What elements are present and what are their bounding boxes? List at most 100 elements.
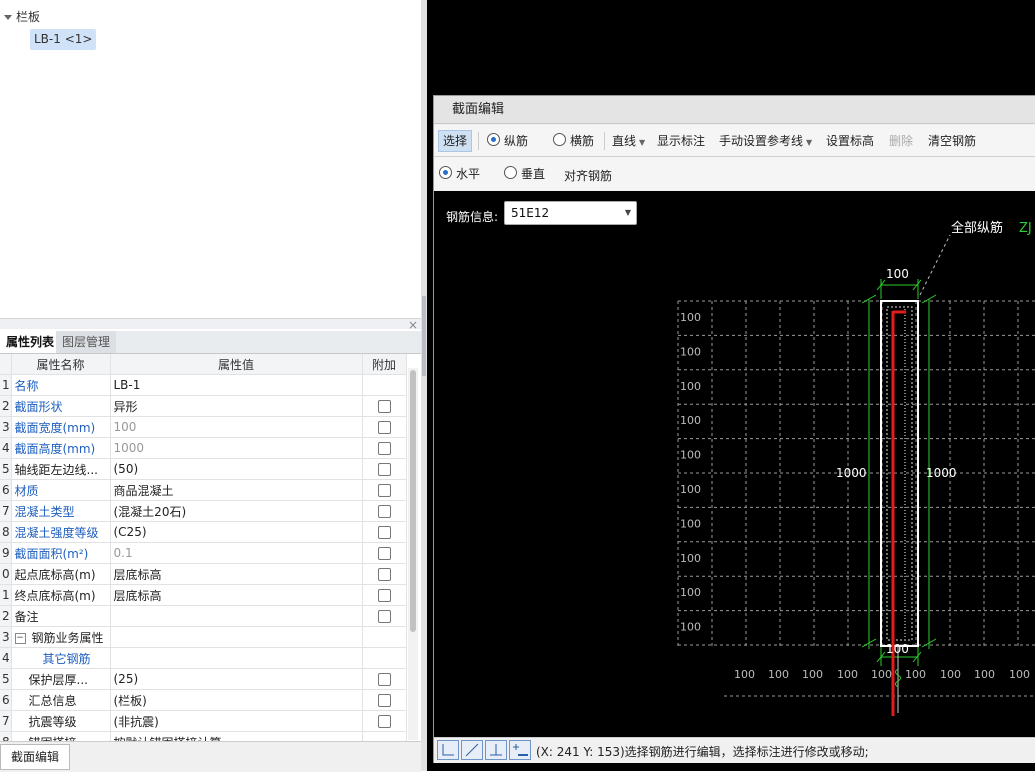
checkbox[interactable] (377, 547, 391, 560)
property-value-cell[interactable]: (25) (110, 668, 363, 690)
property-name: 截面宽度(mm) (14, 420, 96, 435)
grid-label: 100 (871, 668, 892, 681)
property-value-cell[interactable] (110, 626, 363, 648)
close-icon[interactable]: × (408, 318, 419, 332)
divider-grip[interactable] (422, 296, 426, 376)
perpendicular-snap-button[interactable] (485, 740, 507, 760)
select-button[interactable]: 选择 (438, 130, 473, 152)
property-value-cell[interactable]: (非抗震) (110, 710, 363, 732)
property-value-cell[interactable]: 商品混凝土 (110, 479, 363, 501)
delete-button[interactable]: 删除 (889, 134, 914, 148)
longitudinal-radio[interactable]: 纵筋 (487, 131, 528, 151)
property-value-cell[interactable]: (混凝土20石) (110, 500, 363, 522)
manual-reference-dropdown[interactable]: 手动设置参考线▼ (719, 131, 812, 151)
checkbox[interactable] (377, 568, 391, 581)
property-value-cell[interactable]: (栏板) (110, 689, 363, 711)
ortho-snap-button[interactable] (437, 740, 459, 760)
header-extra: 附加 (362, 354, 407, 375)
checkbox[interactable] (377, 505, 391, 518)
vertical-divider[interactable] (421, 0, 427, 771)
checkbox[interactable] (377, 442, 391, 455)
transverse-radio[interactable]: 横筋 (553, 131, 594, 151)
longitudinal-label: 纵筋 (504, 134, 529, 148)
header-property-value: 属性值 (110, 354, 363, 375)
horizontal-radio[interactable]: 水平 (439, 164, 480, 184)
checkbox[interactable] (377, 694, 391, 707)
property-value-cell[interactable]: (C25) (110, 521, 363, 543)
line-dropdown[interactable]: 直线▼ (612, 131, 645, 151)
show-dimension-button[interactable]: 显示标注 (657, 134, 706, 148)
row-number: 2 (0, 605, 12, 627)
property-value-cell[interactable]: 1000 (110, 437, 363, 459)
radio-off-icon (553, 133, 566, 146)
checkbox[interactable] (377, 589, 391, 602)
grid-label: 100 (680, 552, 701, 565)
grid-label: 100 (680, 517, 701, 530)
tab-property-list[interactable]: 属性列表 (0, 331, 62, 353)
checkbox[interactable] (377, 400, 391, 413)
set-elevation-button[interactable]: 设置标高 (826, 134, 875, 148)
tab-layer-management[interactable]: 图层管理 (56, 331, 117, 353)
property-name-cell: 抗震等级 (11, 710, 111, 732)
checkbox[interactable] (377, 484, 391, 497)
property-name: 终点底标高(m) (14, 588, 96, 603)
row-number: 6 (0, 689, 12, 711)
vertical-radio[interactable]: 垂直 (504, 164, 545, 184)
property-value-cell[interactable]: 层底标高 (110, 584, 363, 606)
property-value-cell[interactable] (110, 647, 363, 669)
property-tabs: 属性列表 图层管理 (0, 331, 421, 354)
property-value-cell[interactable]: 100 (110, 416, 363, 438)
property-name-cell: 名称 (11, 374, 111, 396)
tree-root-node[interactable]: 栏板 (4, 8, 40, 25)
checkbox[interactable] (377, 526, 391, 539)
property-value-cell[interactable]: 层底标高 (110, 563, 363, 585)
grid-label: 100 (974, 668, 995, 681)
chevron-down-icon[interactable] (4, 15, 12, 20)
checkbox[interactable] (377, 463, 391, 476)
scrollbar-thumb[interactable] (410, 370, 416, 632)
checkbox[interactable] (377, 715, 391, 728)
align-rebar-button[interactable]: 对齐钢筋 (564, 169, 613, 183)
tree-item-lb1[interactable]: LB-1 <1> (30, 29, 97, 50)
property-value-cell[interactable]: (50) (110, 458, 363, 480)
checkbox[interactable] (377, 421, 391, 434)
property-name-cell: 起点底标高(m) (11, 563, 111, 585)
rebar-info-select[interactable]: 51E12▼ (504, 201, 637, 225)
section-edit-tab[interactable]: 截面编辑 (0, 744, 71, 770)
panel-splitter[interactable] (0, 318, 421, 329)
angle-snap-button[interactable] (461, 740, 483, 760)
plus-line-icon (513, 744, 528, 756)
property-value-cell[interactable]: LB-1 (110, 374, 363, 396)
collapse-icon[interactable]: − (14, 632, 26, 644)
property-name: 混凝土类型 (14, 504, 75, 519)
table-row[interactable]: 3−钢筋业务属性 (0, 626, 407, 648)
checkbox[interactable] (377, 610, 391, 623)
cover-line (886, 306, 913, 641)
property-value-cell[interactable]: 异形 (110, 395, 363, 417)
property-scrollbar[interactable] (408, 368, 418, 740)
checkbox[interactable] (377, 673, 391, 686)
property-value-cell[interactable]: 0.1 (110, 542, 363, 564)
clear-rebar-button[interactable]: 清空钢筋 (928, 134, 977, 148)
add-dimension-button[interactable] (509, 740, 531, 760)
property-value-cell[interactable] (110, 605, 363, 627)
